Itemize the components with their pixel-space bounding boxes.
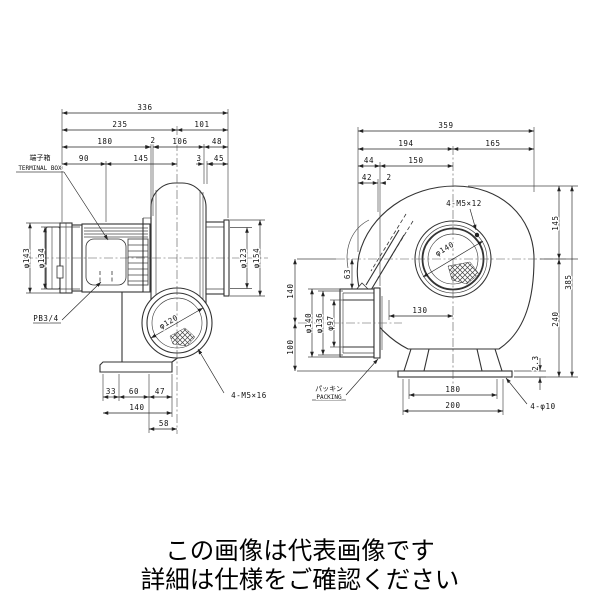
dim-44: 44 [364,156,374,165]
discharge-duct-side [205,219,230,297]
packing-label-en: PACKING [316,394,342,401]
dim-base-thickness: 2.3 [531,355,540,370]
dim-axis-offset-140: 140 [286,283,295,298]
dim-200: 200 [445,401,460,410]
dim-plate-2: 2 [386,173,391,182]
dim-dia140: φ140 [304,313,313,333]
dim-total-width: 359 [438,121,453,130]
dim-60: 60 [129,387,139,396]
representative-image-note: この画像は代表画像です 詳細は仕様をご確認ください [0,536,600,594]
inlet-bolt-label: 4-M5×16 [231,391,267,400]
dim-33: 33 [106,387,116,396]
dim-165: 165 [485,139,500,148]
dim-58: 58 [159,419,169,428]
dim-180: 180 [97,137,112,146]
dim-dia136: φ136 [315,313,324,333]
base-hole-leader [505,377,528,405]
side-dimension-labels: 336 235 101 180 2 106 48 90 145 3 45 φ14… [17,102,267,429]
dim-101: 101 [194,120,209,129]
motor-fins [84,227,148,238]
dim-48: 48 [212,137,222,146]
blower-technical-drawing: 336 235 101 180 2 106 48 90 145 3 45 φ14… [16,102,578,434]
impeller-bolt-label: 4-M5×12 [446,199,482,208]
dim-45: 45 [214,154,224,163]
side-dimension-lines [28,111,262,431]
dim-dia134: φ134 [37,248,46,268]
dim-194: 194 [398,139,413,148]
side-view: 336 235 101 180 2 106 48 90 145 3 45 φ14… [16,102,268,434]
dim-total-length: 336 [137,103,152,112]
dim-385: 385 [564,274,573,289]
base-hole-label: 4-φ10 [530,402,556,411]
terminal-box-label-jp: 端子箱 [30,153,51,162]
dim-3: 3 [196,154,201,163]
motor-rib-lines [128,244,148,282]
packing-label-jp: パッキン [315,385,343,393]
dim-140: 140 [129,403,144,412]
dim-dia154: φ154 [252,248,261,268]
footer-line-1: この画像は代表画像です [165,536,435,565]
motor-side [45,217,152,294]
front-view: 359 194 165 44 150 42 2 145 240 385 140 … [285,120,578,415]
dim-dia123: φ123 [239,248,248,268]
dim-235: 235 [112,120,127,129]
inlet-bolt-leader [197,348,225,394]
dim-145: 145 [133,154,148,163]
dim-106: 106 [172,137,187,146]
dim-90: 90 [79,154,89,163]
terminal-box-label-en: TERMINAL BOX [18,165,62,172]
dim-145: 145 [551,215,560,230]
dim-47: 47 [155,387,165,396]
dim-42: 42 [362,173,372,182]
conduit-label: PB3/4 [33,314,59,323]
dim-dia143: φ143 [22,248,31,268]
packing-leader [345,358,379,396]
dim-2: 2 [150,136,155,145]
terminal-box-leader [63,171,109,241]
dim-130: 130 [412,306,427,315]
impeller-bolt-leader [469,208,477,231]
dim-150: 150 [408,156,423,165]
dim-dia97: φ97 [326,315,335,330]
conduit-leader [61,281,102,321]
base-feet [397,348,513,378]
footer-line-2: 詳細は仕様をご確認ください [140,564,460,594]
front-dimension-labels: 359 194 165 44 150 42 2 145 240 385 140 … [285,120,574,412]
front-dimension-lines [293,129,574,413]
dim-100: 100 [286,339,295,354]
side-extension-lines [26,109,265,433]
dim-63: 63 [343,269,352,279]
dim-180: 180 [445,385,460,394]
bolt-hole-dot [474,232,480,238]
dim-240: 240 [551,311,560,326]
